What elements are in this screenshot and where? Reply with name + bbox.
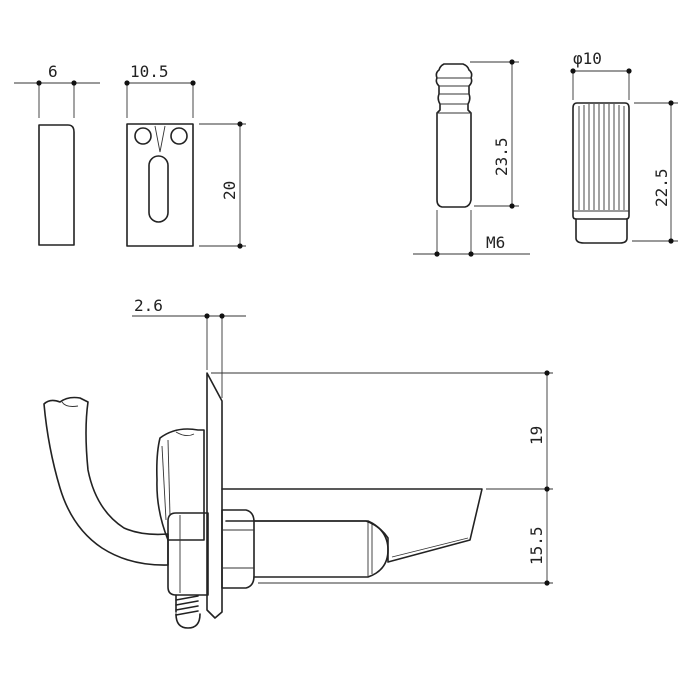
side-height-dimension: 19 15.5 — [211, 370, 553, 586]
pin-length-label: 23.5 — [492, 137, 511, 176]
side-upper-height-label: 19 — [527, 426, 546, 445]
plate-width-dimension: 10.5 — [124, 62, 196, 118]
plate-front-view — [126, 123, 194, 247]
plate-side-view — [38, 124, 75, 246]
plate-height-label: 20 — [220, 181, 239, 200]
plate-height-dimension: 20 — [199, 121, 246, 249]
knob-diameter-label: φ10 — [573, 49, 602, 68]
knob-diameter-dimension: φ10 — [570, 49, 632, 100]
knob-height-dimension: 22.5 — [632, 100, 678, 244]
plate-thickness-dimension: 6 — [14, 62, 100, 118]
knob-view — [572, 102, 630, 244]
plate-width-label: 10.5 — [130, 62, 169, 81]
side-thickness-dimension: 2.6 — [132, 296, 246, 398]
pin-length-dimension: 23.5 — [470, 59, 519, 209]
side-lower-height-label: 15.5 — [527, 526, 546, 565]
pin-thread-label: M6 — [486, 233, 505, 252]
pin-view — [435, 63, 473, 208]
assembly-side-view — [43, 372, 483, 629]
plate-thickness-label: 6 — [48, 62, 58, 81]
knob-height-label: 22.5 — [652, 168, 671, 207]
side-thickness-label: 2.6 — [134, 296, 163, 315]
pin-thread-dimension: M6 — [413, 210, 530, 257]
